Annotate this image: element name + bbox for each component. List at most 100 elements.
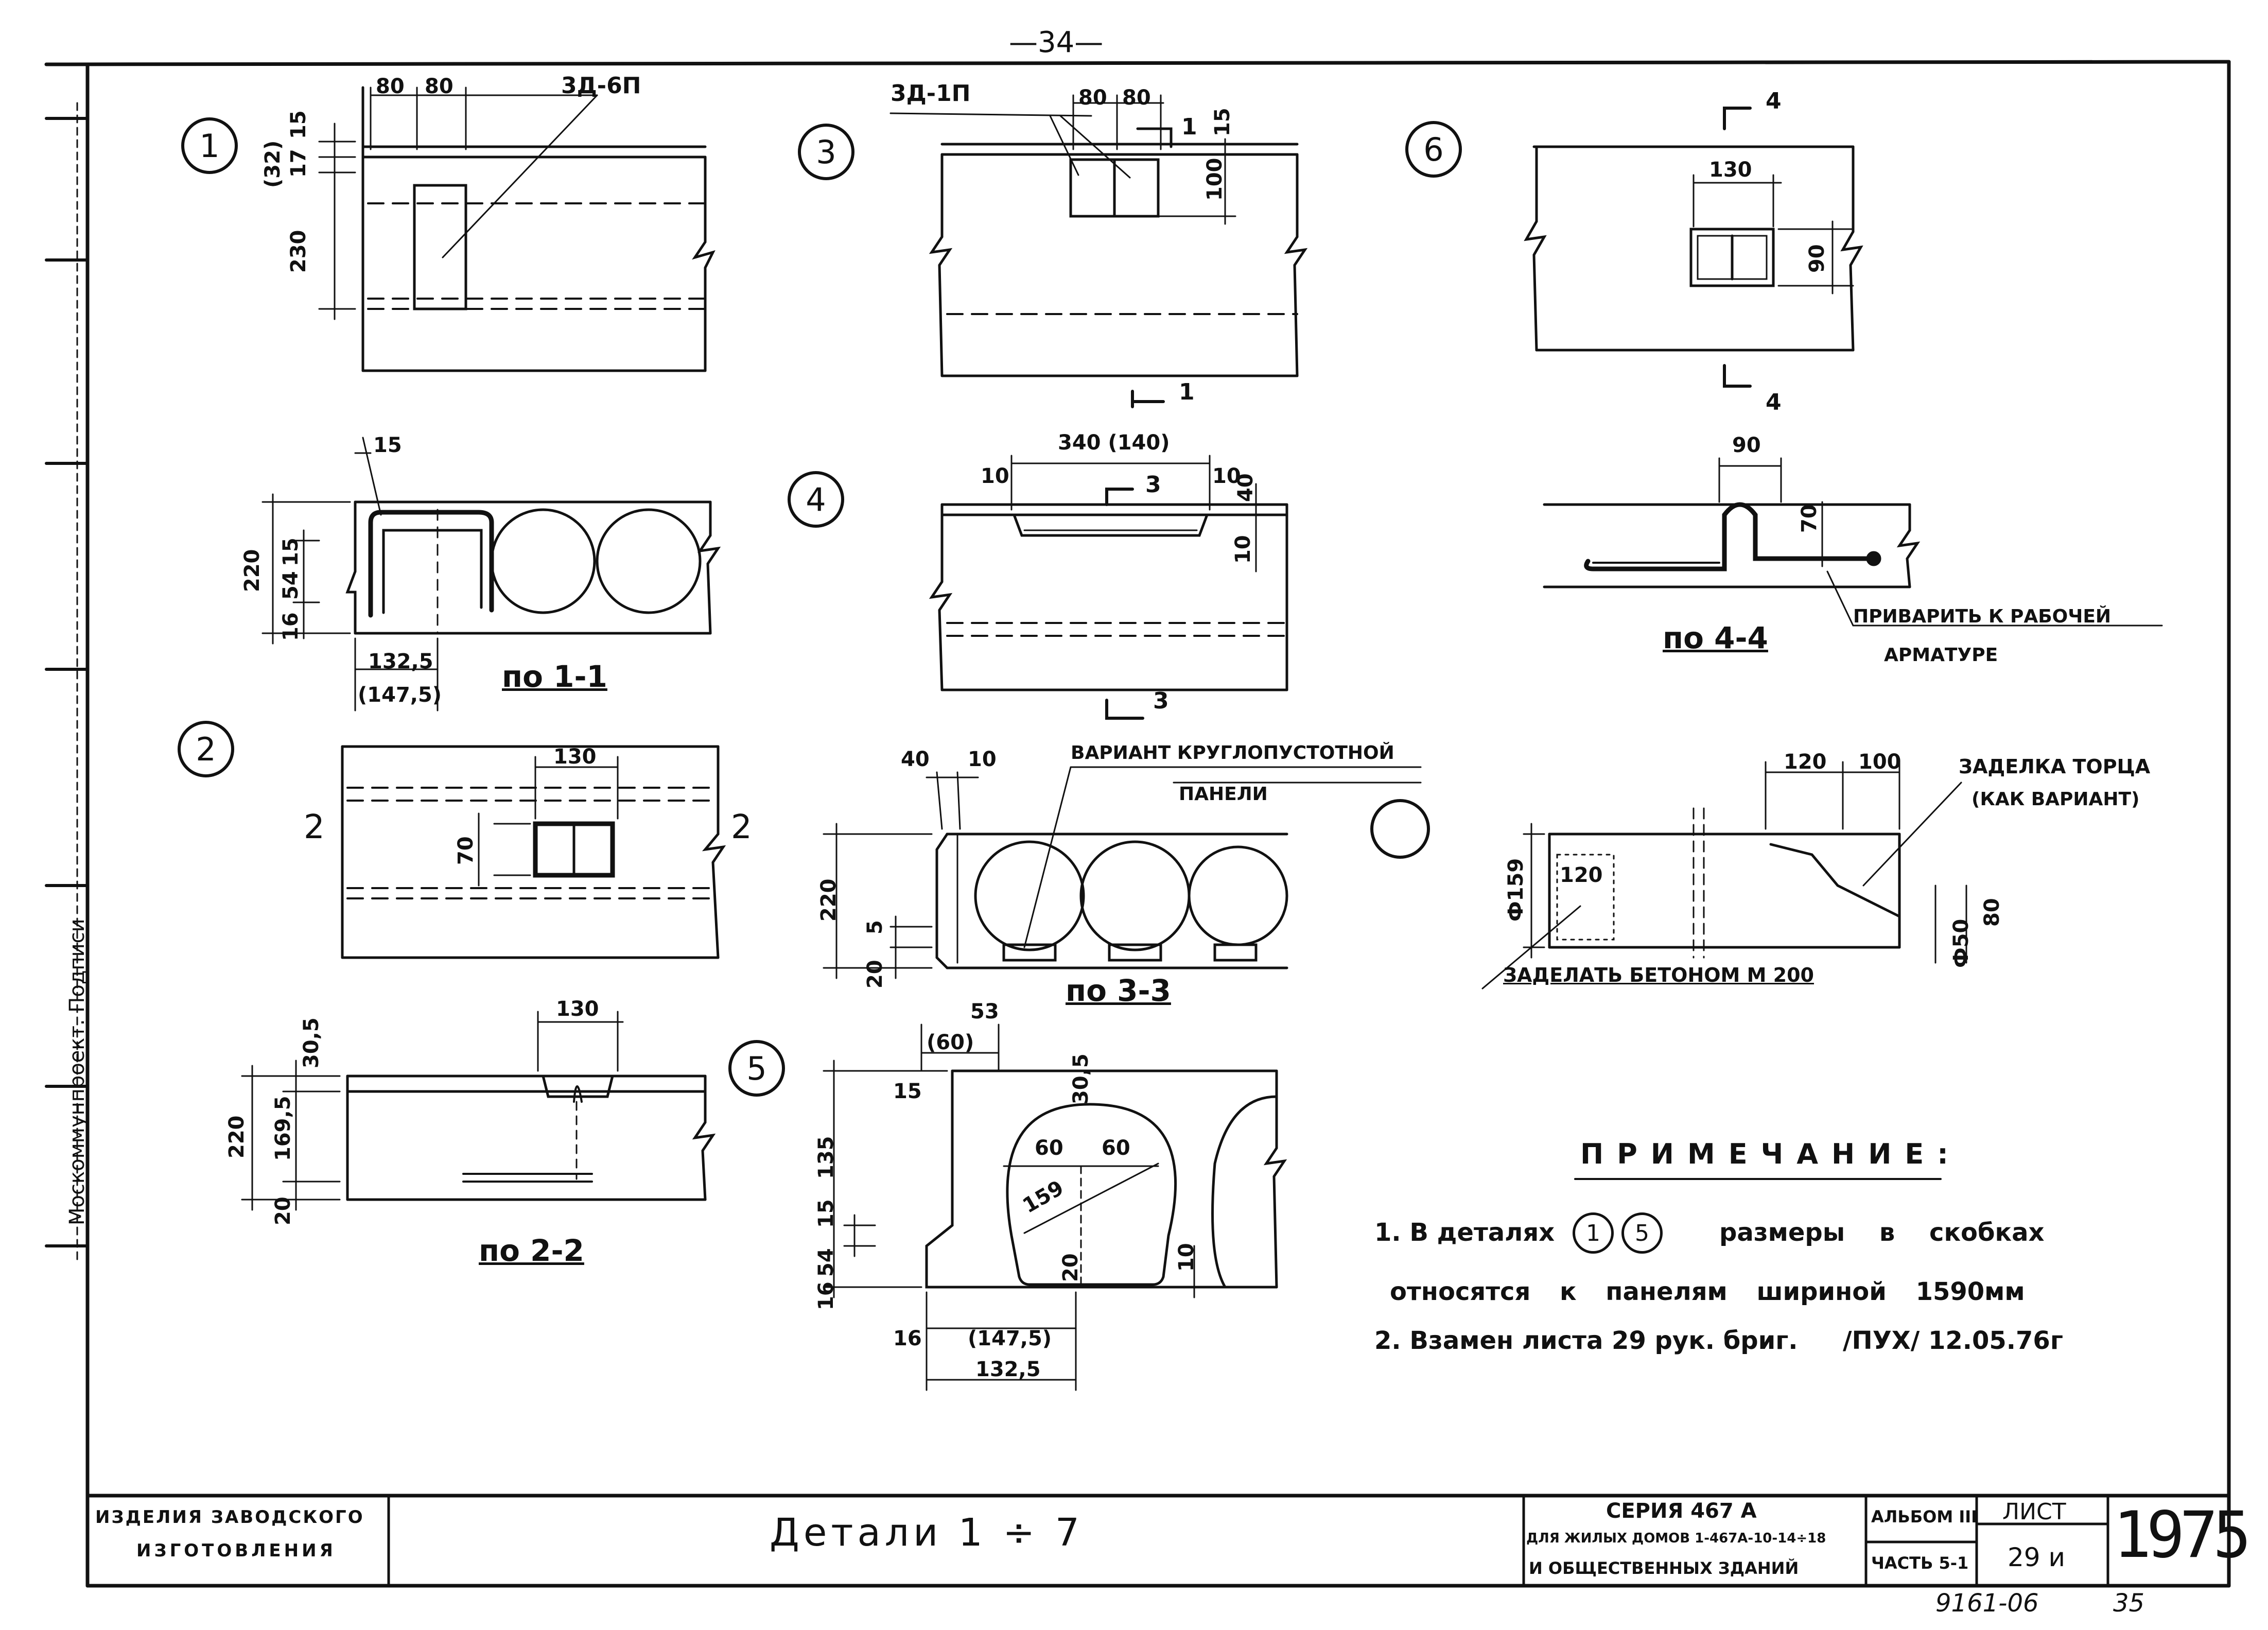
dim-label: (147,5) xyxy=(358,683,442,707)
note-detail-ref-5: 5 xyxy=(1621,1212,1663,1254)
detail-5-section xyxy=(823,1024,1287,1391)
detail-7-section xyxy=(1370,761,1967,990)
dim-label: 20 xyxy=(271,1197,295,1225)
dim-label: 70 xyxy=(1798,504,1821,533)
dim-label: 220 xyxy=(817,878,841,922)
dim-label: 20 xyxy=(863,960,887,989)
concrete-fill-note: ЗАДЕЛАТЬ БЕТОНОМ М 200 xyxy=(1503,964,1814,986)
title-block-series-desc1: ДЛЯ ЖИЛЫХ ДОМОВ 1-467А-10-14÷18 xyxy=(1526,1531,1826,1546)
dim-label: 100 xyxy=(1858,750,1901,774)
dim-label: 220 xyxy=(240,549,264,593)
dim-label: 17 xyxy=(287,149,310,178)
dim-label: 10 xyxy=(981,464,1009,488)
dim-label: 5 xyxy=(863,920,887,934)
dim-label: (147,5) xyxy=(968,1327,1052,1350)
title-block-series: СЕРИЯ 467 А xyxy=(1606,1499,1757,1523)
title-block-category-line1: ИЗДЕЛИЯ ЗАВОДСКОГО xyxy=(95,1507,364,1528)
dim-label: 15 xyxy=(893,1080,922,1103)
dim-label: 53 xyxy=(970,1000,999,1024)
detail-2-plan xyxy=(341,745,726,959)
dim-label: 15 xyxy=(1211,108,1234,136)
dim-label: 100 xyxy=(1203,158,1227,201)
dim-label: 340 (140) xyxy=(1058,431,1170,455)
embedded-part-mark: 3Д-1П xyxy=(891,80,971,107)
embedded-part-mark: 3Д-6П xyxy=(561,73,641,99)
detail-6-plan xyxy=(1524,107,1863,388)
detail-marker-3: 3 xyxy=(798,124,854,180)
cut-mark-3-bottom: 3 xyxy=(1153,688,1169,714)
title-block-lines xyxy=(387,1494,2109,1587)
dim-label: 135 xyxy=(814,1136,838,1180)
dim-label: 16 xyxy=(893,1327,922,1350)
dim-label: (32) xyxy=(261,140,285,188)
dim-label: 15 xyxy=(373,433,402,457)
dim-label: 80 xyxy=(1078,86,1107,110)
title-block-year: 1975 xyxy=(2113,1498,2252,1572)
dim-label: 54 xyxy=(814,1248,838,1277)
dim-label: 230 xyxy=(287,230,310,273)
dim-label: 40 xyxy=(901,748,930,771)
dim-label: 10 xyxy=(1175,1243,1198,1272)
dim-label: 10 xyxy=(1231,535,1255,564)
dim-label: 120 xyxy=(1784,750,1827,774)
detail-marker-5: 5 xyxy=(728,1040,785,1097)
dim-label: 40 xyxy=(1234,473,1258,502)
dim-label: 132,5 xyxy=(975,1358,1041,1381)
dim-label: 30,5 xyxy=(300,1017,323,1068)
end-seal-note-line1: ЗАДЕЛКА ТОРЦА xyxy=(1959,755,2151,778)
margin-stamp-text: Москоммунпроект. Подписи xyxy=(65,918,89,1225)
dim-label: 30,5 xyxy=(1069,1053,1093,1104)
dim-label: 80 xyxy=(425,75,453,98)
section-1-1 xyxy=(261,437,721,712)
dim-label: 15 xyxy=(287,110,310,139)
section-3-3 xyxy=(823,766,1422,979)
dim-label: 132,5 xyxy=(368,650,433,673)
dim-label: 10 xyxy=(1212,464,1241,488)
cut-mark-4-top: 4 xyxy=(1766,88,1782,114)
binding-marks xyxy=(45,102,89,1262)
note-1-line2: относятся к панелям шириной 1590мм xyxy=(1390,1277,2025,1306)
title-block-sheet-label: ЛИСТ xyxy=(2002,1499,2066,1525)
detail-marker-4: 4 xyxy=(788,471,844,528)
dim-label: 60 xyxy=(1035,1136,1063,1160)
cut-mark-2-right: 2 xyxy=(731,808,752,846)
dim-label: 80 xyxy=(376,75,405,98)
detail-3-plan xyxy=(889,94,1308,408)
note-1-start: 1. В деталях xyxy=(1374,1218,1555,1247)
cut-mark-1-bottom: 1 xyxy=(1179,379,1195,405)
detail-marker-1: 1 xyxy=(181,117,238,174)
title-block-sheet-number: 29 и xyxy=(2008,1542,2066,1572)
dim-label: 80 xyxy=(1122,86,1151,110)
dim-label: Ф159 xyxy=(1504,858,1528,922)
detail-marker-2: 2 xyxy=(178,721,234,777)
section-4-4 xyxy=(1543,457,2163,627)
dim-label: 80 xyxy=(1980,898,2004,927)
title-block-title: Детали 1 ÷ 7 xyxy=(770,1511,1084,1555)
archive-code: 9161-06 xyxy=(1935,1589,2039,1618)
dim-label: 20 xyxy=(1059,1253,1083,1282)
cut-mark-4-bottom: 4 xyxy=(1766,389,1782,415)
section-title-1-1: по 1-1 xyxy=(502,659,607,694)
section-title-2-2: по 2-2 xyxy=(479,1233,584,1268)
dim-label: 90 xyxy=(1805,244,1829,273)
sheet-frame xyxy=(44,60,2231,1588)
dim-label: 120 xyxy=(1560,863,1603,887)
dim-label: 169,5 xyxy=(271,1096,295,1161)
dim-label: 10 xyxy=(968,748,997,771)
detail-marker-6: 6 xyxy=(1405,121,1462,178)
title-block-series-desc2: И ОБЩЕСТВЕННЫХ ЗДАНИЙ xyxy=(1529,1558,1799,1578)
dim-label: 16 xyxy=(279,612,303,641)
dim-label: 15 xyxy=(814,1199,838,1228)
section-title-4-4: по 4-4 xyxy=(1663,620,1768,655)
section-title-3-3: по 3-3 xyxy=(1066,973,1171,1008)
variant-note-line1: ВАРИАНТ КРУГЛОПУСТОТНОЙ xyxy=(1071,742,1394,764)
note-1-end: размеры в скобках xyxy=(1719,1218,2045,1247)
dim-label: 15 xyxy=(279,537,303,566)
title-block-category-line2: ИЗГОТОВЛЕНИЯ xyxy=(136,1540,336,1561)
note-detail-ref-1: 1 xyxy=(1573,1212,1614,1254)
note-2: 2. Взамен листа 29 рук. бриг. xyxy=(1374,1326,1798,1355)
detail-1-plan xyxy=(318,86,716,372)
weld-note-line2: АРМАТУРЕ xyxy=(1884,645,1998,666)
